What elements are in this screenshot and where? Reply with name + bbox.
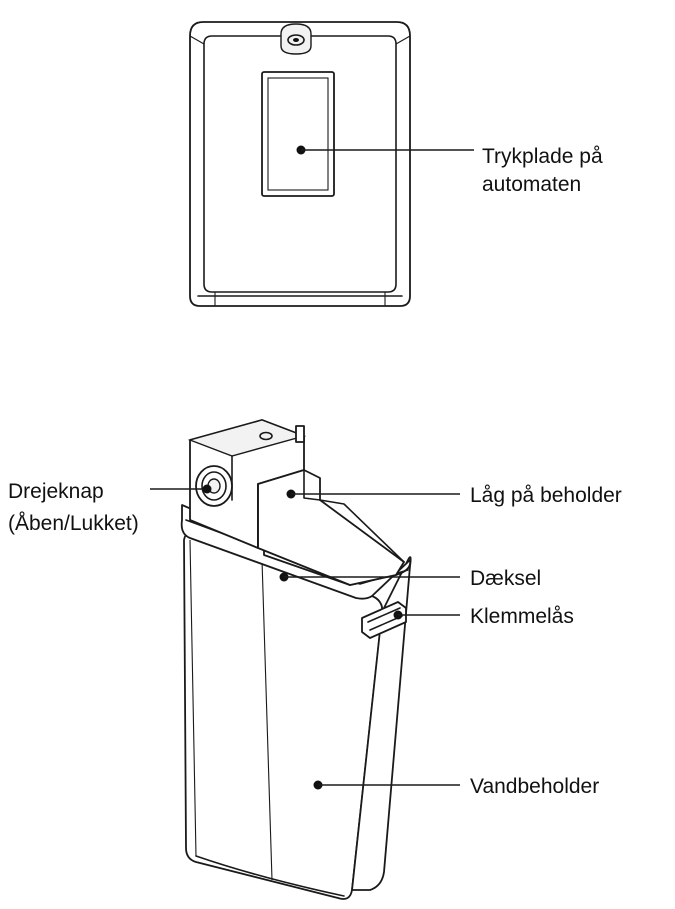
top-screw-icon [280,23,312,55]
knob-label-line1: Drejeknap [8,480,104,503]
clamp-lock [361,601,407,639]
lid-label: Låg på beholder [470,484,622,507]
press-plate-label-line1: Trykplade på [482,145,603,168]
knob-marker [202,484,212,494]
tank-label: Vandbeholder [470,775,599,798]
water-tank [183,530,412,900]
press-plate-label-line2: automaten [482,173,581,196]
press-plate [261,71,335,197]
knob-icon [195,465,233,507]
cover-label: Dæksel [470,567,541,590]
knob-label-line2: (Åben/Lukket) [8,512,139,535]
tank-lid [187,419,405,586]
clamp-label: Klemmelås [470,605,574,628]
